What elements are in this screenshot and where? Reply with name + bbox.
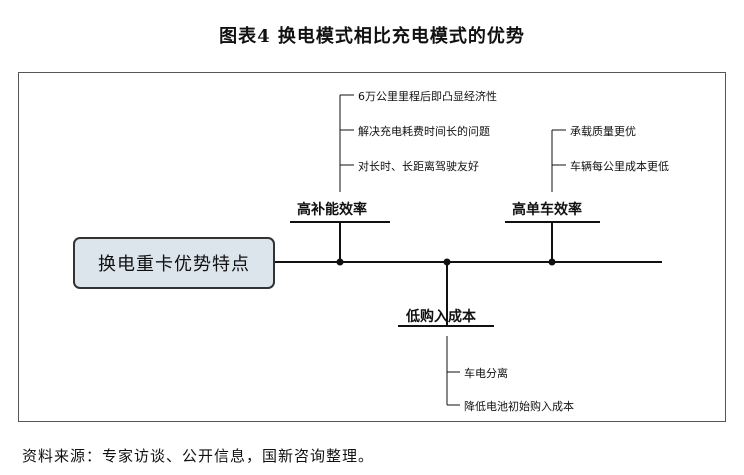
item-efficiency-1: 6万公里里程后即凸显经济性 <box>358 90 497 103</box>
figure-title: 图表4 换电模式相比充电模式的优势 <box>219 26 525 47</box>
category-efficiency: 高补能效率 <box>297 202 367 218</box>
item-cost-2: 降低电池初始购入成本 <box>464 400 574 413</box>
diagram-frame <box>18 72 726 422</box>
category-low-cost: 低购入成本 <box>406 309 476 325</box>
item-single-2: 车辆每公里成本更低 <box>570 160 669 173</box>
category-single-vehicle: 高单车效率 <box>512 202 582 218</box>
item-cost-1: 车电分离 <box>464 367 508 380</box>
item-single-1: 承载质量更优 <box>570 125 636 138</box>
source-note: 资料来源：专家访谈、公开信息，国新咨询整理。 <box>22 447 375 465</box>
junction-dot-efficiency <box>336 258 344 266</box>
center-node: 换电重卡优势特点 <box>73 237 275 289</box>
item-efficiency-3: 对长时、长距离驾驶友好 <box>358 160 479 173</box>
junction-dot-cost <box>443 258 451 266</box>
junction-dot-single <box>548 258 556 266</box>
item-efficiency-2: 解决充电耗费时间长的问题 <box>358 125 490 138</box>
